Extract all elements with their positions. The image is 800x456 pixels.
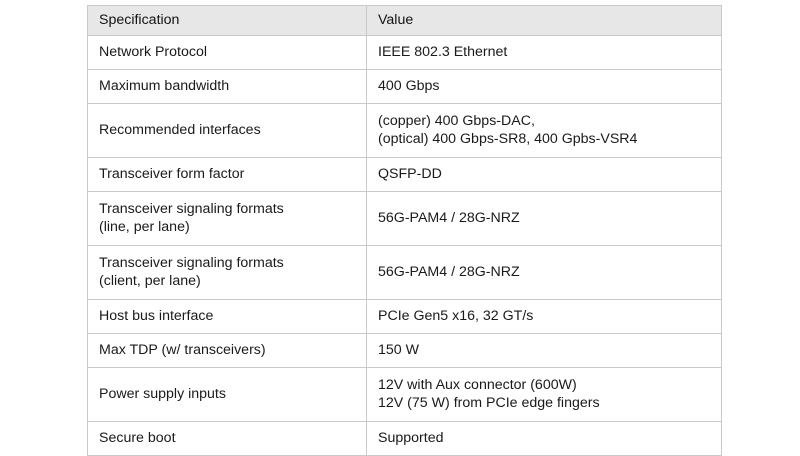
cell-text-line: (client, per lane) bbox=[99, 273, 201, 289]
page-canvas: Specification Value Network Protocol IEEE… bbox=[87, 5, 722, 456]
table-row: Power supply inputs 12V with Aux connecto… bbox=[87, 367, 722, 422]
cell-value: Supported bbox=[366, 421, 722, 456]
cell-text-line: Recommended interfaces bbox=[99, 122, 261, 138]
cell-specification: Maximum bandwidth bbox=[87, 69, 367, 104]
cell-text-line: Network Protocol bbox=[99, 44, 208, 60]
specification-table: Specification Value Network Protocol IEEE… bbox=[87, 5, 722, 456]
cell-specification: Power supply inputs bbox=[87, 367, 367, 422]
cell-value: QSFP-DD bbox=[366, 157, 722, 192]
table-row: Secure boot Supported bbox=[87, 421, 722, 456]
cell-text-line: Max TDP (w/ transceivers) bbox=[99, 342, 266, 358]
cell-text-line: (line, per lane) bbox=[99, 219, 190, 235]
cell-value: 56G-PAM4 / 28G-NRZ bbox=[366, 191, 722, 246]
cell-specification: Transceiver signaling formats (client, pe… bbox=[87, 245, 367, 300]
cell-value: 400 Gbps bbox=[366, 69, 722, 104]
table-row: Transceiver signaling formats (line, per … bbox=[87, 191, 722, 246]
cell-text-line: Transceiver signaling formats bbox=[99, 255, 284, 271]
cell-text-line: Secure boot bbox=[99, 430, 176, 446]
cell-value: IEEE 802.3 Ethernet bbox=[366, 35, 722, 70]
cell-text-line: QSFP-DD bbox=[378, 166, 442, 182]
cell-text-line: Host bus interface bbox=[99, 308, 214, 324]
cell-text-line: (copper) 400 Gbps-DAC, bbox=[378, 113, 535, 129]
cell-specification: Secure boot bbox=[87, 421, 367, 456]
cell-text-line: Supported bbox=[378, 430, 444, 446]
cell-text-line: 150 W bbox=[378, 342, 420, 358]
table-header: Specification Value bbox=[87, 5, 722, 36]
cell-text-line: PCIe Gen5 x16, 32 GT/s bbox=[378, 308, 534, 324]
cell-value: 56G-PAM4 / 28G-NRZ bbox=[366, 245, 722, 300]
cell-text-line: Transceiver signaling formats bbox=[99, 201, 284, 217]
cell-specification: Max TDP (w/ transceivers) bbox=[87, 333, 367, 368]
cell-text-line: 56G-PAM4 / 28G-NRZ bbox=[378, 210, 520, 226]
cell-specification: Recommended interfaces bbox=[87, 103, 367, 158]
cell-specification: Transceiver signaling formats (line, per … bbox=[87, 191, 367, 246]
table-row: Max TDP (w/ transceivers) 150 W bbox=[87, 333, 722, 368]
cell-text-line: 12V (75 W) from PCIe edge fingers bbox=[378, 395, 600, 411]
cell-value: PCIe Gen5 x16, 32 GT/s bbox=[366, 299, 722, 334]
cell-value: 150 W bbox=[366, 333, 722, 368]
table-row: Transceiver signaling formats (client, pe… bbox=[87, 245, 722, 300]
table-row: Host bus interface PCIe Gen5 x16, 32 GT/s bbox=[87, 299, 722, 334]
cell-specification: Host bus interface bbox=[87, 299, 367, 334]
column-header-specification: Specification bbox=[87, 5, 367, 36]
cell-text-line: 12V with Aux connector (600W) bbox=[378, 377, 577, 393]
cell-text-line: Power supply inputs bbox=[99, 386, 226, 402]
cell-text-line: 56G-PAM4 / 28G-NRZ bbox=[378, 264, 520, 280]
table-row: Transceiver form factor QSFP-DD bbox=[87, 157, 722, 192]
table-row: Maximum bandwidth 400 Gbps bbox=[87, 69, 722, 104]
cell-value: (copper) 400 Gbps-DAC, (optical) 400 Gbps… bbox=[366, 103, 722, 158]
cell-specification: Network Protocol bbox=[87, 35, 367, 70]
cell-text-line: (optical) 400 Gbps-SR8, 400 Gpbs-VSR4 bbox=[378, 131, 638, 147]
table-row: Network Protocol IEEE 802.3 Ethernet bbox=[87, 35, 722, 70]
cell-text-line: IEEE 802.3 Ethernet bbox=[378, 44, 508, 60]
cell-text-line: Transceiver form factor bbox=[99, 166, 245, 182]
table-row: Recommended interfaces (copper) 400 Gbps-… bbox=[87, 103, 722, 158]
column-header-value: Value bbox=[366, 5, 722, 36]
cell-text-line: 400 Gbps bbox=[378, 78, 440, 94]
cell-specification: Transceiver form factor bbox=[87, 157, 367, 192]
table-header-row: Specification Value bbox=[87, 5, 722, 36]
cell-text-line: Maximum bandwidth bbox=[99, 78, 230, 94]
cell-value: 12V with Aux connector (600W) 12V (75 W) … bbox=[366, 367, 722, 422]
